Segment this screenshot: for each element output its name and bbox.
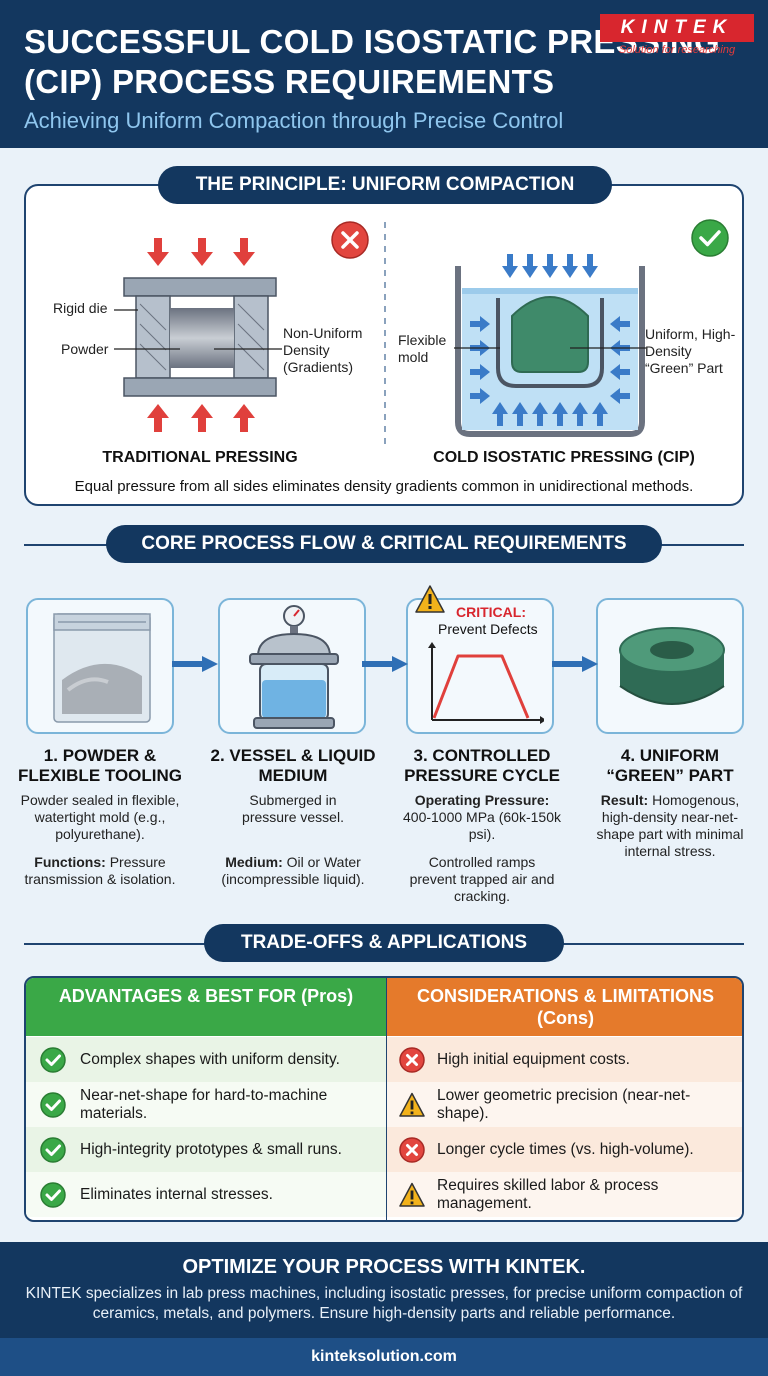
page-subtitle: Achieving Uniform Compaction through Pre…: [24, 108, 564, 133]
step-3-title: 3. CONTROLLED PRESSURE CYCLE: [404, 746, 560, 785]
step-2-title: 2. VESSEL & LIQUID MEDIUM: [210, 746, 376, 785]
step-3-detail: Operating Pressure:400-1000 MPa (60k-150…: [403, 792, 561, 842]
pressure-cycle-chart-icon: [428, 642, 544, 724]
step-2-text: Submerged in pressure vessel.: [242, 792, 344, 825]
step-4-detail: Result: Homogenous, high-density near-ne…: [596, 792, 744, 859]
pros-header: ADVANTAGES & BEST FOR (Pros): [26, 978, 386, 1036]
step-3-text: Controlled ramps prevent trapped air and…: [409, 854, 555, 904]
x-circle-icon: [331, 221, 369, 259]
step-2-detail: Medium: Oil or Water (incompressible liq…: [221, 854, 365, 887]
pro-row: Eliminates internal stresses.: [26, 1172, 386, 1217]
powder-bag-icon: [53, 613, 151, 723]
green-part-ring-icon: [619, 627, 725, 705]
pro-row: Near-net-shape for hard-to-machine mater…: [26, 1082, 386, 1127]
step-1-detail: Functions: Pressure transmission & isola…: [24, 854, 176, 887]
con-row: High initial equipment costs.: [387, 1037, 742, 1082]
panel-divider: [384, 222, 386, 444]
logo-wordmark: KINTEK: [600, 14, 754, 42]
critical-text: Prevent Defects: [438, 621, 538, 637]
green-part-label: Uniform, High-Density “Green” Part: [645, 326, 736, 376]
step-1-card: [26, 598, 174, 734]
press-arrow-down-icon: [147, 238, 169, 266]
check-circle-icon: [40, 1047, 66, 1073]
press-arrow-down-icon: [233, 238, 255, 266]
rigid-die-label: Rigid die: [53, 300, 108, 316]
non-uniform-density-label: Non-Uniform Density (Gradients): [283, 325, 363, 375]
footer-title: OPTIMIZE YOUR PROCESS WITH KINTEK.: [182, 1256, 586, 1278]
press-arrow-down-icon: [191, 238, 213, 266]
step-1-text: Powder sealed in flexible, watertight mo…: [20, 792, 180, 842]
step-4-card: [596, 598, 744, 734]
cip-diagram: [455, 254, 645, 437]
press-arrow-up-icon: [233, 404, 255, 432]
footer: OPTIMIZE YOUR PROCESS WITH KINTEK. KINTE…: [0, 1242, 768, 1376]
flow-arrow-icon: [552, 656, 598, 672]
tradeoffs-heading: TRADE-OFFS & APPLICATIONS: [204, 924, 564, 962]
step-4-title: 4. UNIFORM “GREEN” PART: [606, 746, 734, 785]
footer-body: KINTEK specializes in lab press machines…: [25, 1285, 743, 1322]
traditional-pressing-caption: TRADITIONAL PRESSING: [102, 449, 298, 466]
con-row: Requires skilled labor & process managem…: [387, 1172, 742, 1217]
con-row: Lower geometric precision (near-net-shap…: [387, 1082, 742, 1127]
traditional-pressing-diagram: [123, 238, 277, 432]
pro-row: Complex shapes with uniform density.: [26, 1037, 386, 1082]
warning-icon: [399, 1092, 425, 1117]
tradeoffs-table: ADVANTAGES & BEST FOR (Pros) CONSIDERATI…: [24, 976, 744, 1222]
x-circle-icon: [399, 1047, 425, 1073]
check-circle-icon: [40, 1092, 66, 1118]
process-heading: CORE PROCESS FLOW & CRITICAL REQUIREMENT…: [106, 525, 662, 563]
logo-tagline: Solution for researching: [618, 44, 736, 56]
press-arrow-up-icon: [147, 404, 169, 432]
cip-caption: COLD ISOSTATIC PRESSING (CIP): [433, 449, 695, 466]
header: SUCCESSFUL COLD ISOSTATIC PRESSING (CIP)…: [0, 0, 768, 148]
powder-label: Powder: [61, 341, 109, 357]
pressure-vessel-icon: [249, 605, 339, 729]
press-arrow-up-icon: [191, 404, 213, 432]
x-circle-icon: [399, 1137, 425, 1163]
check-circle-icon: [40, 1182, 66, 1208]
con-row: Longer cycle times (vs. high-volume).: [387, 1127, 742, 1172]
flow-arrow-icon: [172, 656, 218, 672]
kintek-logo[interactable]: KINTEK Solution for researching: [600, 14, 754, 60]
step-3-card: CRITICAL: Prevent Defects: [406, 585, 554, 734]
website-link[interactable]: kinteksolution.com: [0, 1338, 768, 1376]
flexible-mold-label: Flexible mold: [398, 332, 447, 365]
check-circle-icon: [691, 219, 729, 257]
flow-arrow-icon: [362, 656, 408, 672]
table-divider: [386, 978, 387, 1220]
step-2-card: [218, 598, 366, 734]
cons-header: CONSIDERATIONS & LIMITATIONS (Cons): [387, 978, 742, 1036]
warning-icon: [415, 585, 445, 613]
principle-heading: THE PRINCIPLE: UNIFORM COMPACTION: [158, 166, 612, 204]
check-circle-icon: [40, 1137, 66, 1163]
pro-row: High-integrity prototypes & small runs.: [26, 1127, 386, 1172]
warning-icon: [399, 1182, 425, 1207]
critical-label: CRITICAL:: [456, 604, 526, 620]
principle-summary: Equal pressure from all sides eliminates…: [74, 478, 694, 495]
step-1-title: 1. POWDER & FLEXIBLE TOOLING: [17, 746, 183, 785]
